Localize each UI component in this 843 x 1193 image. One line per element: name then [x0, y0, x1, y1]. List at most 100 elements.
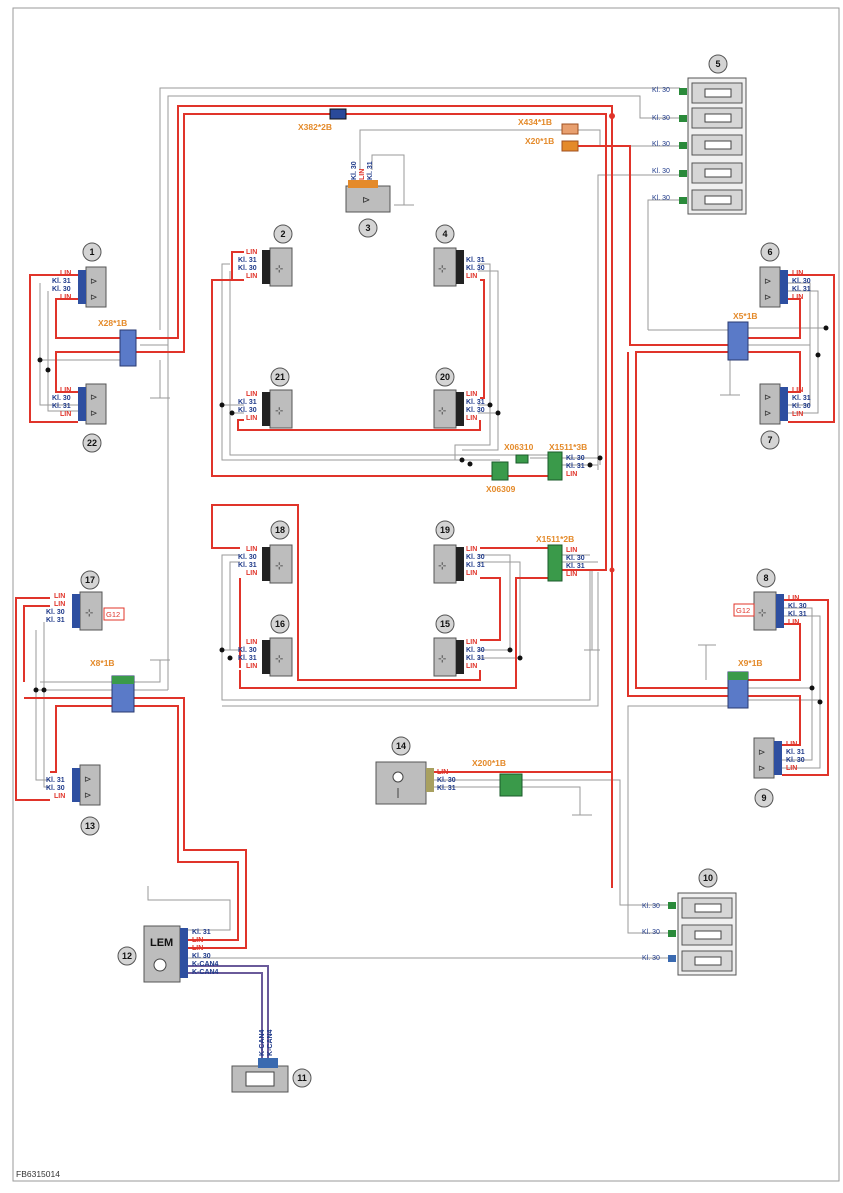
pin-kl30: Kl. 30: [786, 757, 805, 764]
module-20: ⊹: [433, 389, 464, 429]
pin-lin: LIN: [60, 294, 71, 301]
pin-lin: LIN: [792, 387, 803, 394]
pin-kl30: Kl. 30: [566, 555, 585, 562]
pin-kl30-vertical: Kl. 30: [351, 161, 358, 180]
module-9: ⊳⊳: [753, 737, 782, 779]
pin-kl31: Kl. 31: [192, 929, 211, 936]
pin-kcan4-vertical: K-CAN4: [267, 1029, 274, 1056]
connector-x8: X8*1B: [90, 658, 115, 668]
footer-code: FB6315014: [16, 1169, 60, 1179]
module-13: ⊳⊳: [72, 764, 101, 806]
pin-kl30: Kl. 30: [52, 286, 71, 293]
pin-lin: LIN: [566, 471, 577, 478]
pin-kl31: Kl. 31: [52, 278, 71, 285]
pin-lin: LIN: [466, 639, 477, 646]
pin-lin: LIN: [246, 249, 257, 256]
pin-kl31: Kl. 31: [466, 562, 485, 569]
badge-6: 6: [767, 247, 772, 257]
pin-lin-vertical: LIN: [359, 169, 366, 180]
svg-text:⊳: ⊳: [764, 276, 772, 286]
module-22: ⊳⊳: [78, 383, 107, 425]
pin-lin: LIN: [566, 547, 577, 554]
module-15: ⊹: [433, 637, 464, 677]
pin-lin: LIN: [466, 663, 477, 670]
svg-text:⊳: ⊳: [764, 392, 772, 402]
badge-12: 12: [122, 951, 132, 961]
svg-text:⊳: ⊳: [84, 790, 92, 800]
connector-x1511-3: X1511*3B: [549, 442, 587, 452]
connector-x06310: X06310: [504, 442, 534, 452]
svg-text:⊹: ⊹: [438, 406, 446, 417]
connector-x1511-2: X1511*2B: [536, 534, 574, 544]
pin-kl31: Kl. 31: [786, 749, 805, 756]
fuse-box-10: [668, 892, 737, 976]
badge-15: 15: [440, 619, 450, 629]
pin-kl31: Kl. 31: [238, 655, 257, 662]
pin-lin: LIN: [792, 270, 803, 277]
pin-kl30: Kl. 30: [566, 455, 585, 462]
pin-lin: LIN: [246, 546, 257, 553]
connectors: [111, 108, 749, 797]
pin-lin: LIN: [466, 570, 477, 577]
fuse10-pin-2: Kl. 30: [642, 929, 660, 936]
svg-text:⊳: ⊳: [90, 292, 98, 302]
pin-kl30: Kl. 30: [46, 609, 65, 616]
pin-kl30: Kl. 30: [466, 265, 485, 272]
pin-lin: LIN: [786, 765, 797, 772]
module-2: ⊹: [262, 247, 293, 287]
pin-lin: LIN: [788, 619, 799, 626]
svg-text:⊹: ⊹: [275, 406, 283, 417]
number-badges: [80, 54, 780, 1088]
fuse5-pin-1: Kl. 30: [652, 87, 670, 94]
badge-8: 8: [763, 573, 768, 583]
diagram-frame: [12, 7, 840, 1182]
connector-x434: X434*1B: [518, 117, 552, 127]
pin-kl31-vertical: Kl. 31: [367, 161, 374, 180]
kcan-wires: [188, 965, 269, 1066]
badge-19: 19: [440, 525, 450, 535]
module-17: ⊹: [72, 591, 103, 631]
fuse10-pin-1: Kl. 30: [642, 903, 660, 910]
module-11: [231, 1058, 289, 1093]
module-6: ⊳⊳: [759, 266, 788, 308]
badge-3: 3: [365, 223, 370, 233]
fuse5-pin-2: Kl. 30: [652, 115, 670, 122]
fuse-box-5: [679, 77, 747, 215]
svg-text:⊳: ⊳: [758, 763, 766, 773]
svg-text:⊳: ⊳: [84, 774, 92, 784]
pin-lin: LIN: [246, 273, 257, 280]
pin-kl30: Kl. 30: [192, 953, 211, 960]
svg-text:⊳: ⊳: [90, 276, 98, 286]
svg-text:⊹: ⊹: [758, 608, 766, 619]
pin-lin: LIN: [788, 595, 799, 602]
svg-text:⊹: ⊹: [438, 561, 446, 572]
badge-17: 17: [85, 575, 95, 585]
pin-kl30: Kl. 30: [238, 265, 257, 272]
badge-4: 4: [442, 229, 447, 239]
connector-x200: X200*1B: [472, 758, 506, 768]
pin-kl30: Kl. 30: [792, 278, 811, 285]
pin-kl31: Kl. 31: [566, 463, 585, 470]
module-21: ⊹: [262, 389, 293, 429]
connector-x06309: X06309: [486, 484, 516, 494]
grey-wires: [35, 87, 826, 959]
pin-kl31: Kl. 31: [466, 655, 485, 662]
pin-kl31: Kl. 31: [566, 563, 585, 570]
pin-lin: LIN: [466, 391, 477, 398]
pin-kl31: Kl. 31: [238, 257, 257, 264]
pin-lin: LIN: [192, 945, 203, 952]
pin-lin: LIN: [786, 741, 797, 748]
badge-21: 21: [275, 372, 285, 382]
connector-x28: X28*1B: [98, 318, 127, 328]
junction-dots: [33, 113, 829, 705]
module-19: ⊹: [433, 544, 464, 584]
pin-lin: LIN: [246, 663, 257, 670]
module-14: [375, 761, 434, 805]
badge-9: 9: [761, 793, 766, 803]
svg-text:⊹: ⊹: [438, 264, 446, 275]
pin-lin: LIN: [54, 593, 65, 600]
module-12-lem: [143, 925, 188, 983]
pin-lin: LIN: [466, 546, 477, 553]
lem-label: LEM: [150, 937, 173, 949]
